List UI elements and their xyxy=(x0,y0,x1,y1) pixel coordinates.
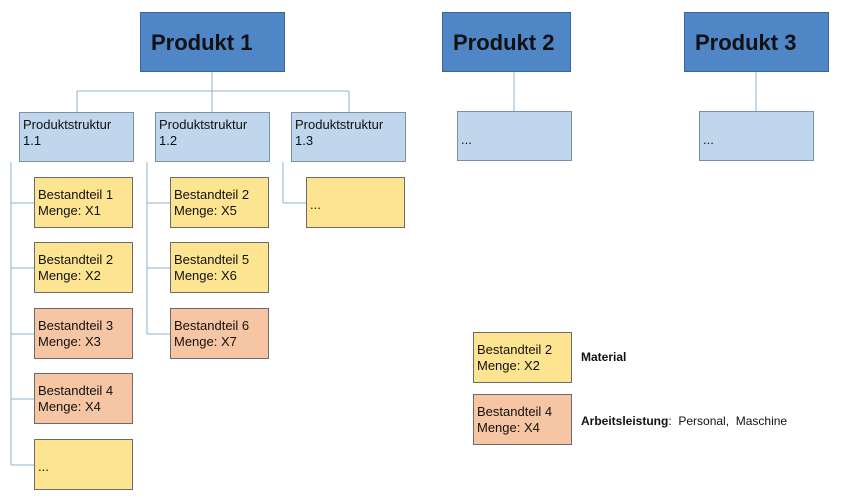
component-node: Bestandteil 5 Menge: X6 xyxy=(170,242,269,293)
legend-labor-label: Arbeitsleistung: Personal, Maschine xyxy=(581,414,787,428)
component-node: Bestandteil 2 Menge: X2 xyxy=(34,242,133,293)
component-node: ... xyxy=(34,439,133,490)
component-node: Bestandteil 6 Menge: X7 xyxy=(170,308,269,359)
legend-material-label: Material xyxy=(581,350,626,364)
structure-1-3-node: Produktstruktur 1.3 xyxy=(291,112,406,162)
product-3-node: Produkt 3 xyxy=(684,12,829,72)
legend-labor-box-label: Bestandteil 4 Menge: X4 xyxy=(477,404,553,435)
component-label: Bestandteil 4 Menge: X4 xyxy=(38,383,114,414)
legend-labor-text-rest: : Personal, Maschine xyxy=(668,414,788,428)
legend-material-box-label: Bestandteil 2 Menge: X2 xyxy=(477,342,553,373)
component-label: Bestandteil 3 Menge: X3 xyxy=(38,318,114,349)
product-1-node: Produkt 1 xyxy=(140,12,285,72)
component-label: ... xyxy=(38,459,49,474)
component-label: Bestandteil 6 Menge: X7 xyxy=(174,318,250,349)
component-node: Bestandteil 2 Menge: X5 xyxy=(170,177,269,228)
product-2-label: Produkt 2 xyxy=(453,30,555,55)
structure-1-1-label: Produktstruktur 1.1 xyxy=(23,117,112,148)
component-node: Bestandteil 1 Menge: X1 xyxy=(34,177,133,228)
component-label: Bestandteil 2 Menge: X2 xyxy=(38,252,114,283)
structure-1-1-node: Produktstruktur 1.1 xyxy=(19,112,134,162)
component-node: Bestandteil 3 Menge: X3 xyxy=(34,308,133,359)
component-node: Bestandteil 4 Menge: X4 xyxy=(34,373,133,424)
legend-material-text: Material xyxy=(581,350,627,364)
component-label: Bestandteil 2 Menge: X5 xyxy=(174,187,250,218)
structure-product-2-node: ... xyxy=(457,111,572,161)
structure-1-2-label: Produktstruktur 1.2 xyxy=(159,117,248,148)
product-3-label: Produkt 3 xyxy=(695,30,797,55)
legend-labor-text-bold: Arbeitsleistung xyxy=(581,414,669,428)
legend-labor-swatch: Bestandteil 4 Menge: X4 xyxy=(473,394,572,445)
structure-1-3-label: Produktstruktur 1.3 xyxy=(295,117,384,148)
component-node: ... xyxy=(306,177,405,228)
component-label: Bestandteil 5 Menge: X6 xyxy=(174,252,250,283)
structure-product-3-node: ... xyxy=(699,111,814,161)
structure-1-2-node: Produktstruktur 1.2 xyxy=(155,112,270,162)
structure-product-2-label: ... xyxy=(461,132,472,147)
component-label: Bestandteil 1 Menge: X1 xyxy=(38,187,114,218)
legend-material-swatch: Bestandteil 2 Menge: X2 xyxy=(473,332,572,383)
component-label: ... xyxy=(310,197,321,212)
product-2-node: Produkt 2 xyxy=(442,12,571,72)
product-1-label: Produkt 1 xyxy=(151,30,253,55)
structure-product-3-label: ... xyxy=(703,132,714,147)
